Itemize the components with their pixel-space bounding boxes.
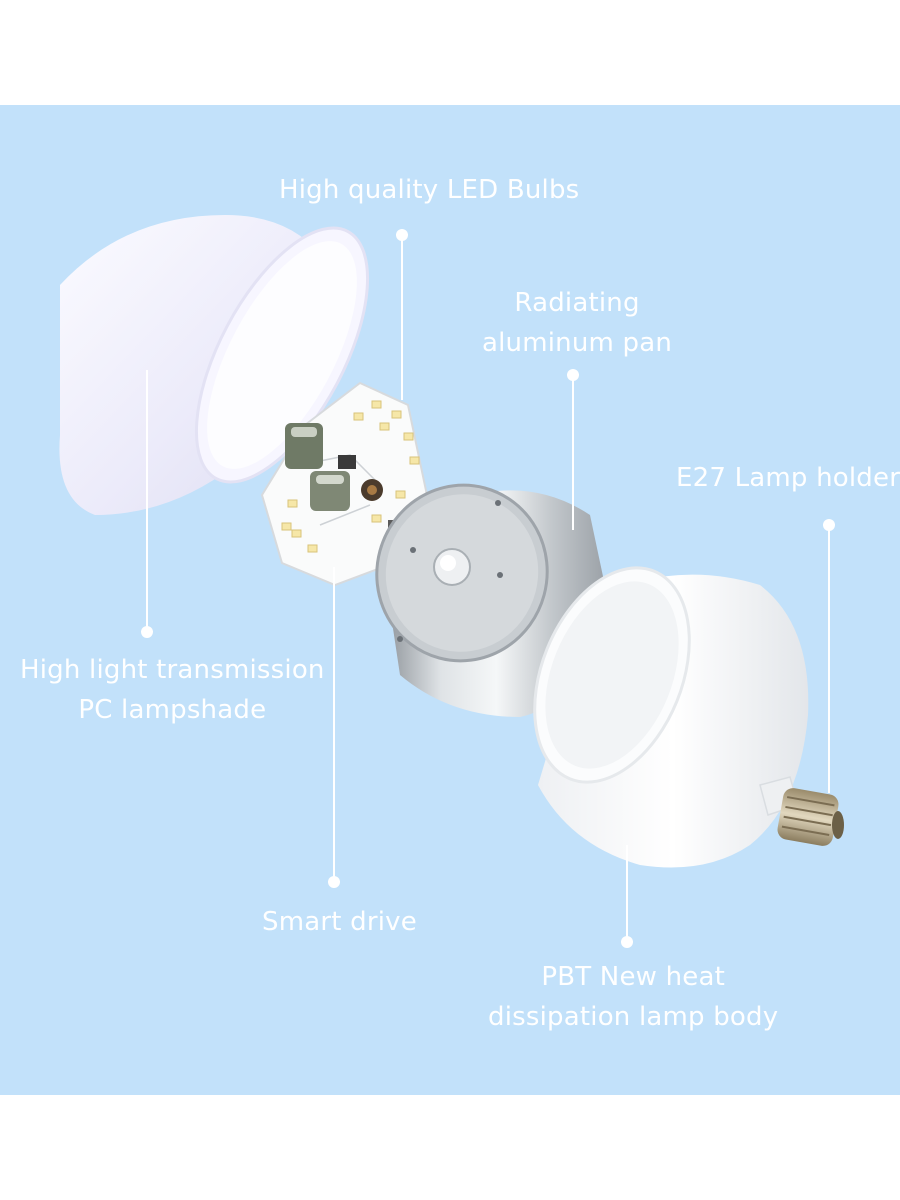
pbt-lamp-body-part — [533, 566, 809, 868]
lamp-holder-label: E27 Lamp holder — [676, 458, 900, 498]
lamp-holder-label-text: E27 Lamp holder — [676, 463, 900, 493]
aluminum-pan-label: Radiating aluminum pan — [482, 283, 672, 363]
lampshade-label: High light transmission PC lampshade — [20, 650, 325, 730]
lampshade-leader-dot — [141, 626, 153, 638]
lampshade-label-line-2: PC lampshade — [78, 695, 267, 725]
smart-drive-label-text: Smart drive — [262, 907, 417, 937]
e27-lamp-holder-part — [777, 788, 844, 846]
aluminum-pan-label-line-1: Radiating — [514, 288, 640, 318]
led-bulbs-label-text: High quality LED Bulbs — [279, 175, 580, 205]
lampshade-leader-line — [146, 370, 148, 632]
exploded-bulb-illustration — [59, 215, 844, 868]
lamp-holder-leader-line — [828, 525, 830, 793]
led-bulbs-label: High quality LED Bulbs — [279, 170, 579, 210]
smart-drive-label: Smart drive — [262, 902, 417, 942]
smart-drive-leader-dot — [328, 876, 340, 888]
lamp-body-leader-dot — [621, 936, 633, 948]
aluminum-pan-leader-line — [572, 375, 574, 530]
product-panel: High quality LED Bulbs Radiating aluminu… — [0, 105, 900, 1095]
aluminum-pan-label-line-2: aluminum pan — [482, 328, 673, 358]
lamp-body-leader-line — [626, 845, 628, 942]
lamp-body-label-line-2: dissipation lamp body — [488, 1002, 779, 1032]
pc-lampshade-part — [59, 215, 370, 515]
lamp-body-label: PBT New heat dissipation lamp body — [488, 957, 778, 1037]
led-bulbs-leader-line — [401, 235, 403, 400]
lamp-body-label-line-1: PBT New heat — [541, 962, 725, 992]
lampshade-label-line-1: High light transmission — [20, 655, 325, 685]
smart-drive-leader-line — [333, 567, 335, 882]
